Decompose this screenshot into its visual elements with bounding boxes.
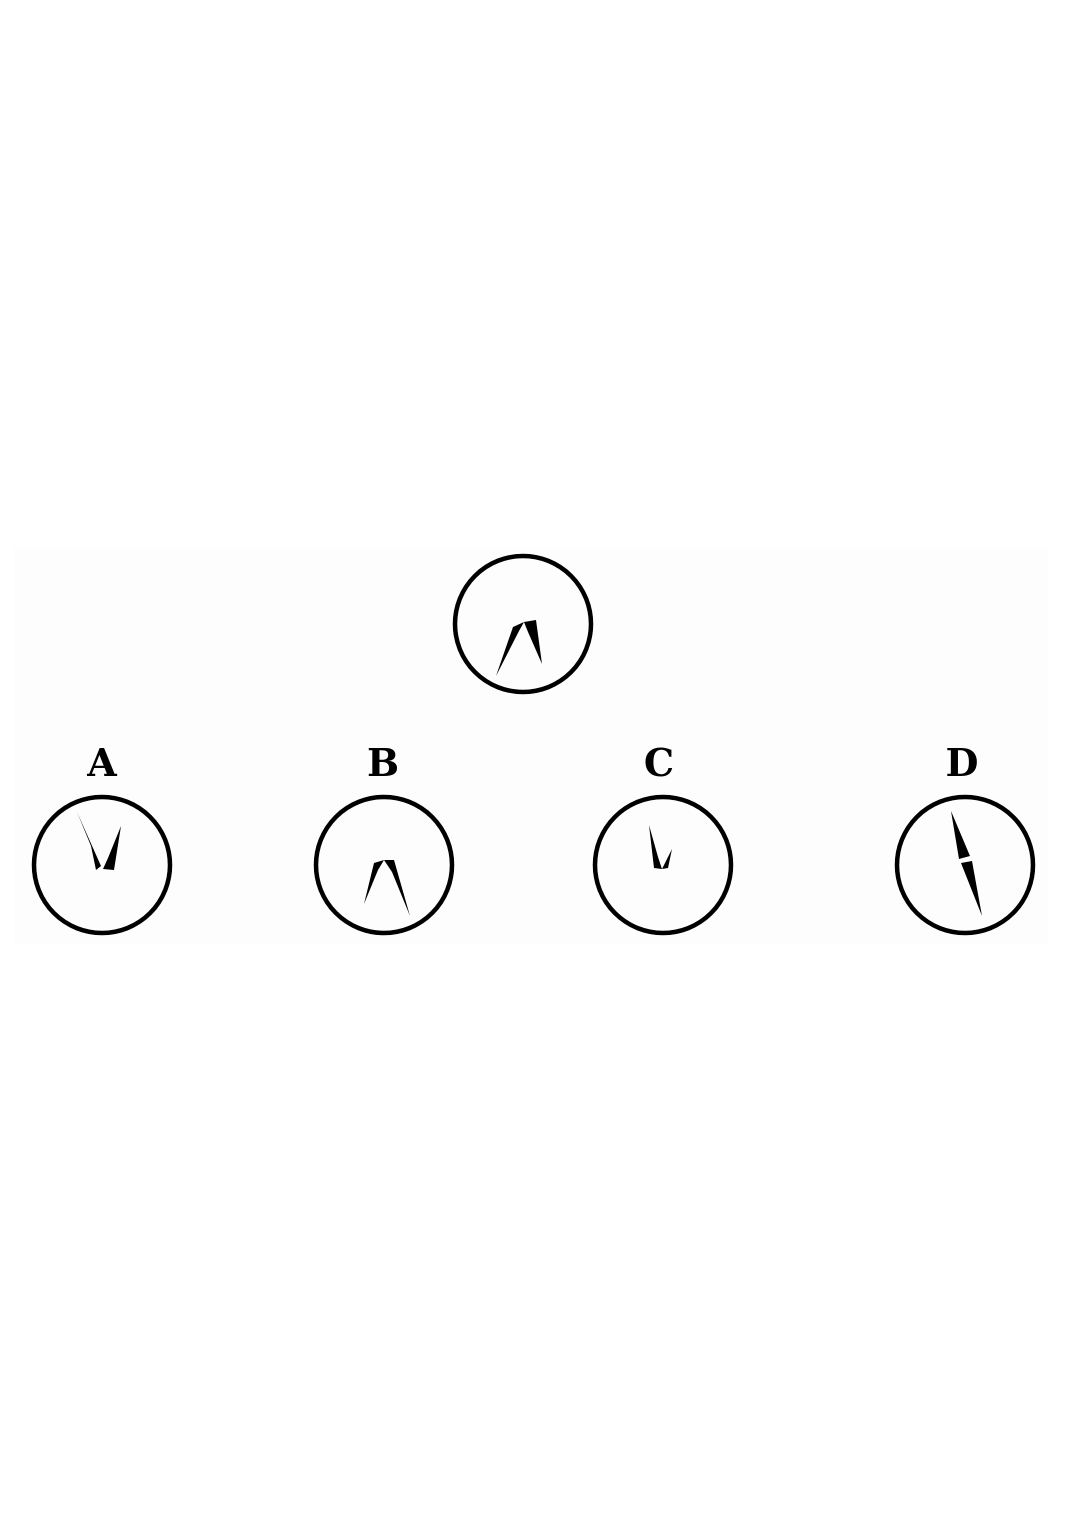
clock-hand-right [662,813,690,869]
clock-hand-right [103,826,121,870]
clock-hand-left [496,622,524,676]
option-label-a: A [86,740,117,785]
clock-face [894,794,1036,936]
option-label-c: C [644,740,674,785]
clock-hand-right [524,620,542,664]
figure-background [14,548,1048,944]
clock-face [452,553,594,695]
option-c[interactable]: C [592,740,734,936]
clock-hand-upper [951,811,970,859]
clock-face [313,794,455,936]
clock-hand-lower [961,861,982,916]
option-a[interactable]: A [31,740,173,936]
clock-hand-right [384,860,410,916]
clock-hand-left [364,860,384,904]
clock-hand-left [649,825,662,869]
clock-face [31,794,173,936]
option-label-b: B [367,740,399,785]
clock-face [592,794,734,936]
reference-clock [452,553,594,695]
option-label-d: D [946,740,979,785]
option-b[interactable]: B [313,740,455,936]
option-d[interactable]: D [894,740,1036,936]
clock-hand-left [77,812,101,870]
